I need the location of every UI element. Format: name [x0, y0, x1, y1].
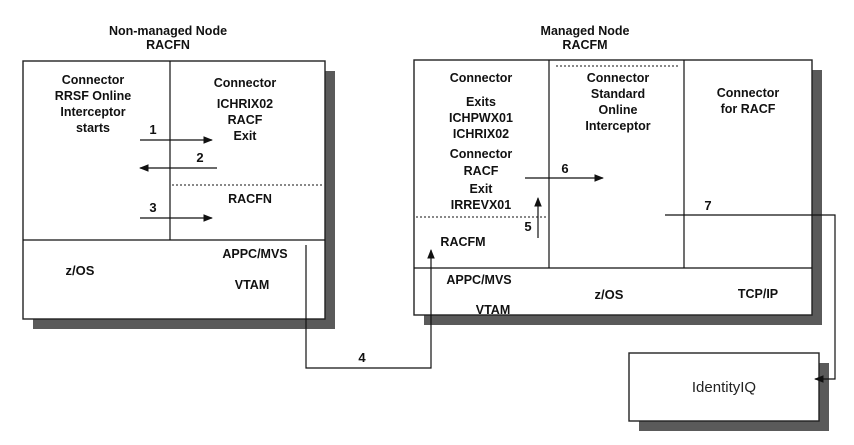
- right-col2-line3: Online: [599, 103, 638, 117]
- step-3-label: 3: [149, 200, 156, 215]
- right-col1-line4: ICHRIX02: [453, 127, 509, 141]
- step-5-label: 5: [524, 219, 531, 234]
- right-col1b-line3: Exit: [470, 182, 494, 196]
- right-col3-line1: Connector: [717, 86, 780, 100]
- right-col1-line2: Exits: [466, 95, 496, 109]
- right-col1-line3: ICHPWX01: [449, 111, 513, 125]
- identityiq-label: IdentityIQ: [692, 379, 756, 396]
- right-col1b-line4: IRREVX01: [451, 198, 511, 212]
- right-col1b-line2: RACF: [464, 164, 499, 178]
- left-col2-line1: Connector: [214, 76, 277, 90]
- left-col2-line2: ICHRIX02: [217, 97, 273, 111]
- right-node-title: Managed Node: [541, 24, 630, 38]
- step-6-label: 6: [561, 161, 568, 176]
- right-col2-line2: Standard: [591, 87, 645, 101]
- right-vtam-label: VTAM: [476, 303, 511, 317]
- left-col1-line4: starts: [76, 121, 110, 135]
- left-node-box: [22, 60, 326, 320]
- right-col3-line2: for RACF: [721, 102, 776, 116]
- right-tcpip-label: TCP/IP: [738, 287, 778, 301]
- left-racfn-label: RACFN: [228, 192, 272, 206]
- step-7-arrow: [665, 214, 836, 383]
- identityiq-node: IdentityIQ: [628, 352, 829, 431]
- left-col2-line3: RACF: [228, 113, 263, 127]
- left-node-subtitle: RACFN: [146, 38, 190, 52]
- right-zos-label: z/OS: [595, 287, 624, 302]
- left-col2-line4: Exit: [234, 129, 258, 143]
- left-vtam-label: VTAM: [235, 278, 270, 292]
- left-col1-line3: Interceptor: [60, 105, 125, 119]
- non-managed-node: Non-managed Node RACFN Connector RRSF On…: [22, 24, 335, 329]
- step-4-label: 4: [358, 350, 366, 365]
- right-col2-line4: Interceptor: [585, 119, 650, 133]
- step-7-label: 7: [704, 198, 711, 213]
- left-node-title: Non-managed Node: [109, 24, 227, 38]
- step-1-label: 1: [149, 122, 156, 137]
- right-node-box: [413, 59, 813, 316]
- identityiq-box: [628, 352, 820, 422]
- left-appc-label: APPC/MVS: [222, 247, 287, 261]
- right-col1-line1: Connector: [450, 71, 513, 85]
- right-appc-label: APPC/MVS: [446, 273, 511, 287]
- step-2-label: 2: [196, 150, 203, 165]
- right-col1b-line1: Connector: [450, 147, 513, 161]
- step-4-arrow: [305, 245, 435, 369]
- managed-node: Managed Node RACFM Connector Exits ICHPW…: [413, 24, 822, 325]
- right-col2-line1: Connector: [587, 71, 650, 85]
- left-col1-line2: RRSF Online: [55, 89, 131, 103]
- right-racfm-label: RACFM: [440, 235, 485, 249]
- right-node-subtitle: RACFM: [562, 38, 607, 52]
- left-col1-line1: Connector: [62, 73, 125, 87]
- left-zos-label: z/OS: [66, 263, 95, 278]
